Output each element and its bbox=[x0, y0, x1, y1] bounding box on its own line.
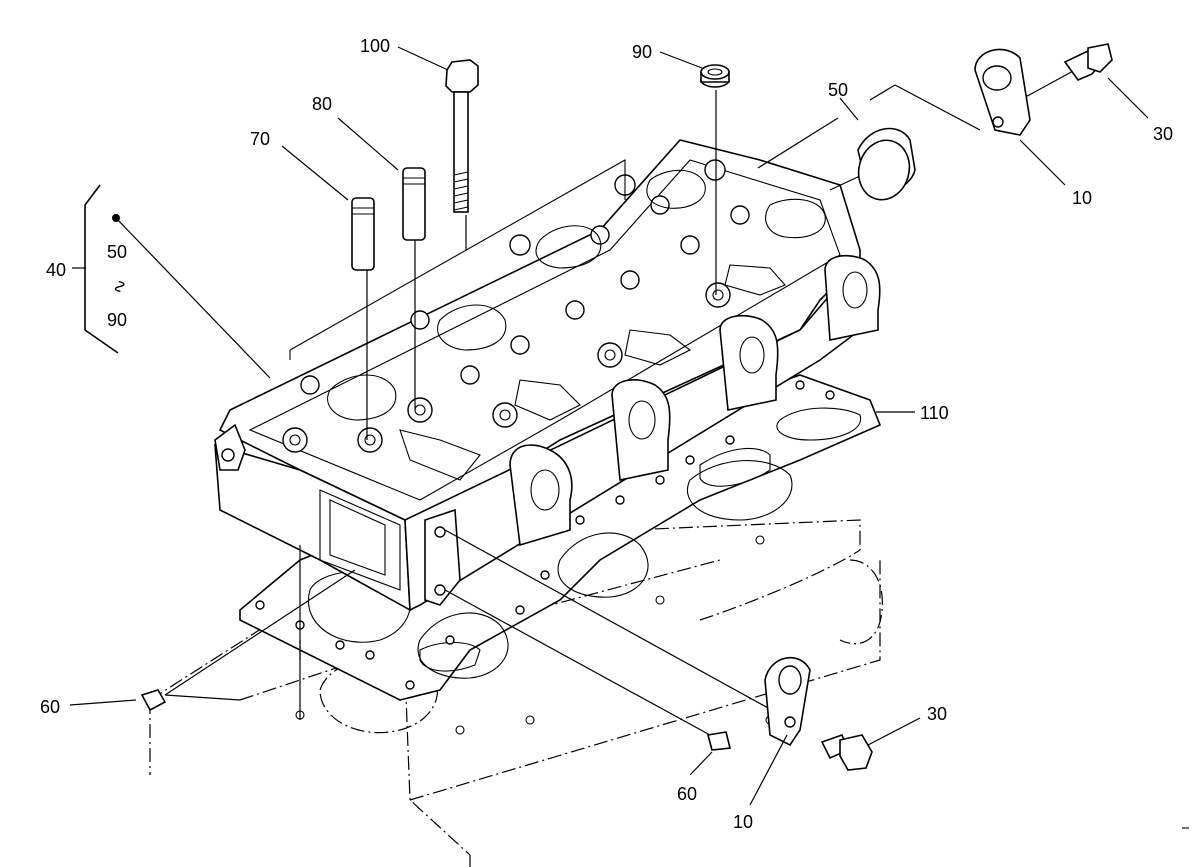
callout-40: 40 bbox=[46, 260, 66, 280]
callout-100: 100 bbox=[360, 36, 390, 56]
callout-labels: 100 90 80 70 50 30 10 40 50 ∿ 90 110 60 … bbox=[40, 36, 1173, 832]
head-bolt-100 bbox=[445, 59, 479, 213]
plug-50 bbox=[857, 127, 916, 201]
callout-90-bracket: 90 bbox=[107, 310, 127, 330]
callout-70: 70 bbox=[250, 129, 270, 149]
callout-80: 80 bbox=[312, 94, 332, 114]
callout-30-bottom: 30 bbox=[927, 704, 947, 724]
lifting-hanger-10-top bbox=[974, 48, 1031, 136]
callout-50-right: 50 bbox=[828, 80, 848, 100]
bolt-30-bottom bbox=[820, 733, 873, 771]
callout-60-left: 60 bbox=[40, 697, 60, 717]
lifting-hanger-10-bottom bbox=[764, 656, 811, 747]
valve-guide-70 bbox=[351, 197, 375, 271]
bracket-40 bbox=[72, 184, 271, 379]
callout-60-bottom: 60 bbox=[677, 784, 697, 804]
callout-30-top: 30 bbox=[1153, 124, 1173, 144]
bolt-30-top bbox=[1063, 43, 1113, 81]
callout-90-top: 90 bbox=[632, 42, 652, 62]
cylinder-head bbox=[214, 139, 881, 612]
callout-50-bracket: 50 bbox=[107, 242, 127, 262]
callout-leaders bbox=[69, 46, 1149, 806]
callout-tilde: ∿ bbox=[110, 279, 130, 294]
plug-60-bottom bbox=[707, 731, 731, 751]
callout-10-top: 10 bbox=[1072, 188, 1092, 208]
seal-90 bbox=[700, 64, 730, 88]
callout-10-bottom: 10 bbox=[733, 812, 753, 832]
plug-60-left bbox=[140, 689, 167, 712]
assembly-leaders bbox=[164, 69, 1076, 736]
valve-guide-80 bbox=[402, 167, 426, 241]
callout-110: 110 bbox=[920, 403, 949, 423]
